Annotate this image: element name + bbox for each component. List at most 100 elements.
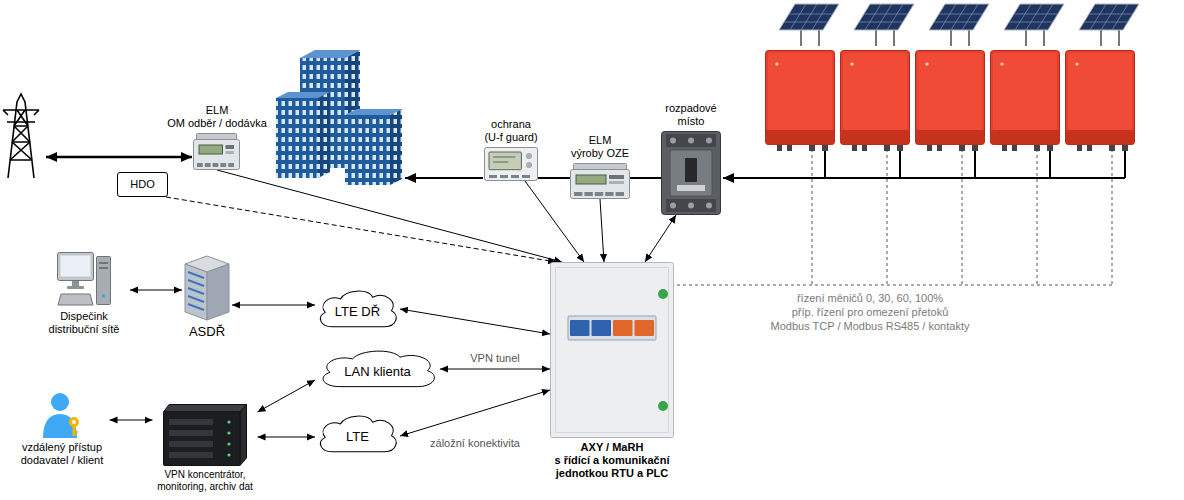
meter-label: OM odběr / dodávka	[167, 117, 267, 130]
cabinet-icon	[551, 263, 674, 438]
breaker-icon	[661, 131, 721, 215]
breaker-icon	[670, 203, 676, 209]
connector	[258, 380, 316, 412]
meter-icon	[226, 151, 235, 154]
breaker-icon	[688, 138, 694, 144]
meter-icon	[226, 145, 235, 149]
rack-icon	[227, 420, 230, 423]
cloud-label: LAN klienta	[344, 360, 410, 379]
control-cabinet: AXY / MaRHs řídící a komunikační jednotk…	[550, 262, 674, 480]
cloud-shape	[320, 291, 396, 327]
connector	[645, 215, 676, 262]
connector	[440, 369, 550, 370]
meter-icon	[570, 163, 630, 199]
pc-icon	[58, 253, 94, 281]
cabinet-icon	[658, 401, 668, 411]
breaker-icon	[670, 150, 712, 196]
solar-panel	[929, 4, 989, 46]
meter-icon	[576, 175, 606, 184]
guard-icon	[526, 153, 532, 159]
breaker-icon	[685, 158, 697, 182]
energy-meter: ELMOM odběr / dodávka	[167, 104, 267, 170]
server-label: ASDŘ	[189, 324, 225, 339]
connector	[217, 170, 562, 262]
server-icon	[188, 280, 204, 286]
network-cloud: LTE	[315, 413, 400, 455]
connector	[600, 199, 604, 262]
inverter	[916, 51, 985, 152]
guard-icon	[484, 147, 538, 181]
cloud-shape	[320, 416, 396, 452]
cabinet-icon	[556, 268, 669, 433]
solar-panel	[1079, 4, 1139, 46]
cabinet-icon	[592, 320, 612, 336]
cabinet-icon	[658, 289, 668, 299]
connector	[130, 290, 182, 291]
guard-icon	[522, 175, 530, 178]
pc-icon	[99, 267, 108, 269]
pc-icon	[58, 294, 93, 305]
rack-icon	[169, 419, 213, 425]
pc-icon	[102, 294, 106, 298]
guard-icon	[511, 175, 519, 178]
person-icon	[69, 417, 79, 427]
workstation: Dispečink distribuční sítě	[38, 252, 130, 336]
transmission-tower	[8, 94, 34, 178]
breaker-icon	[706, 203, 712, 209]
note-label: příp. řízení pro omezení přetoků	[792, 306, 949, 319]
building-illustration	[345, 115, 390, 185]
breaker-label: rozpadové místo	[661, 102, 721, 128]
breaker-icon	[670, 138, 676, 144]
meter-icon	[609, 181, 624, 184]
building-illustration	[276, 98, 318, 178]
cabinet-icon	[635, 320, 655, 336]
vpn-server: VPN koncentrátor, monitoring, archiv dat	[153, 404, 258, 493]
meter-icon	[584, 192, 592, 196]
pc-icon	[99, 262, 108, 264]
power-wire	[723, 177, 1125, 179]
building-illustration	[300, 50, 360, 58]
meter-icon	[199, 145, 223, 154]
rack-icon	[163, 404, 247, 466]
building-illustration	[390, 109, 402, 185]
note-label: Modbus TCP / Modbus RS485 / kontakty	[771, 320, 970, 333]
person-icon	[72, 420, 76, 424]
server-label: VPN koncentrátor, monitoring, archiv dat	[153, 469, 258, 493]
power-line-arrow	[405, 177, 483, 179]
guard-icon	[526, 162, 532, 168]
building-illustration	[276, 98, 318, 178]
user-label: vzdálený přístup dodavatel / klient	[15, 441, 110, 467]
rack-icon	[169, 452, 213, 458]
guard-icon	[489, 152, 521, 170]
hdo-box: HDO	[117, 172, 168, 197]
meter-icon	[194, 140, 240, 170]
transmission-tower	[3, 94, 39, 178]
inverter	[841, 51, 910, 152]
building-illustration	[390, 109, 402, 185]
connector	[232, 305, 315, 306]
connector	[525, 181, 584, 262]
connector	[630, 177, 661, 179]
breaker-icon	[706, 138, 712, 144]
rack-icon	[169, 430, 213, 436]
meter-icon	[609, 175, 624, 179]
transmission-tower	[10, 110, 32, 160]
meter-icon	[616, 192, 624, 196]
pc-icon	[97, 257, 111, 305]
guard-icon	[485, 148, 538, 181]
server-icon	[185, 264, 207, 320]
network-cloud: LTE DŘ	[315, 288, 400, 330]
remote-user: vzdálený přístup dodavatel / klient	[15, 392, 110, 467]
rack-icon	[227, 431, 230, 434]
cabinet-label: AXY / MaRH	[550, 441, 674, 454]
relay-label: ochrana	[491, 118, 531, 131]
meter-icon	[197, 163, 203, 167]
box-label: HDO	[130, 178, 154, 191]
energy-meter: ELMvýroby OZE	[570, 134, 630, 199]
rack-icon	[240, 405, 247, 466]
meter-icon	[193, 133, 240, 170]
cabinet-label: s řídící a komunikační jednotkou RTU a P…	[550, 454, 674, 480]
meter-icon	[205, 163, 211, 167]
pc-icon	[61, 256, 91, 277]
